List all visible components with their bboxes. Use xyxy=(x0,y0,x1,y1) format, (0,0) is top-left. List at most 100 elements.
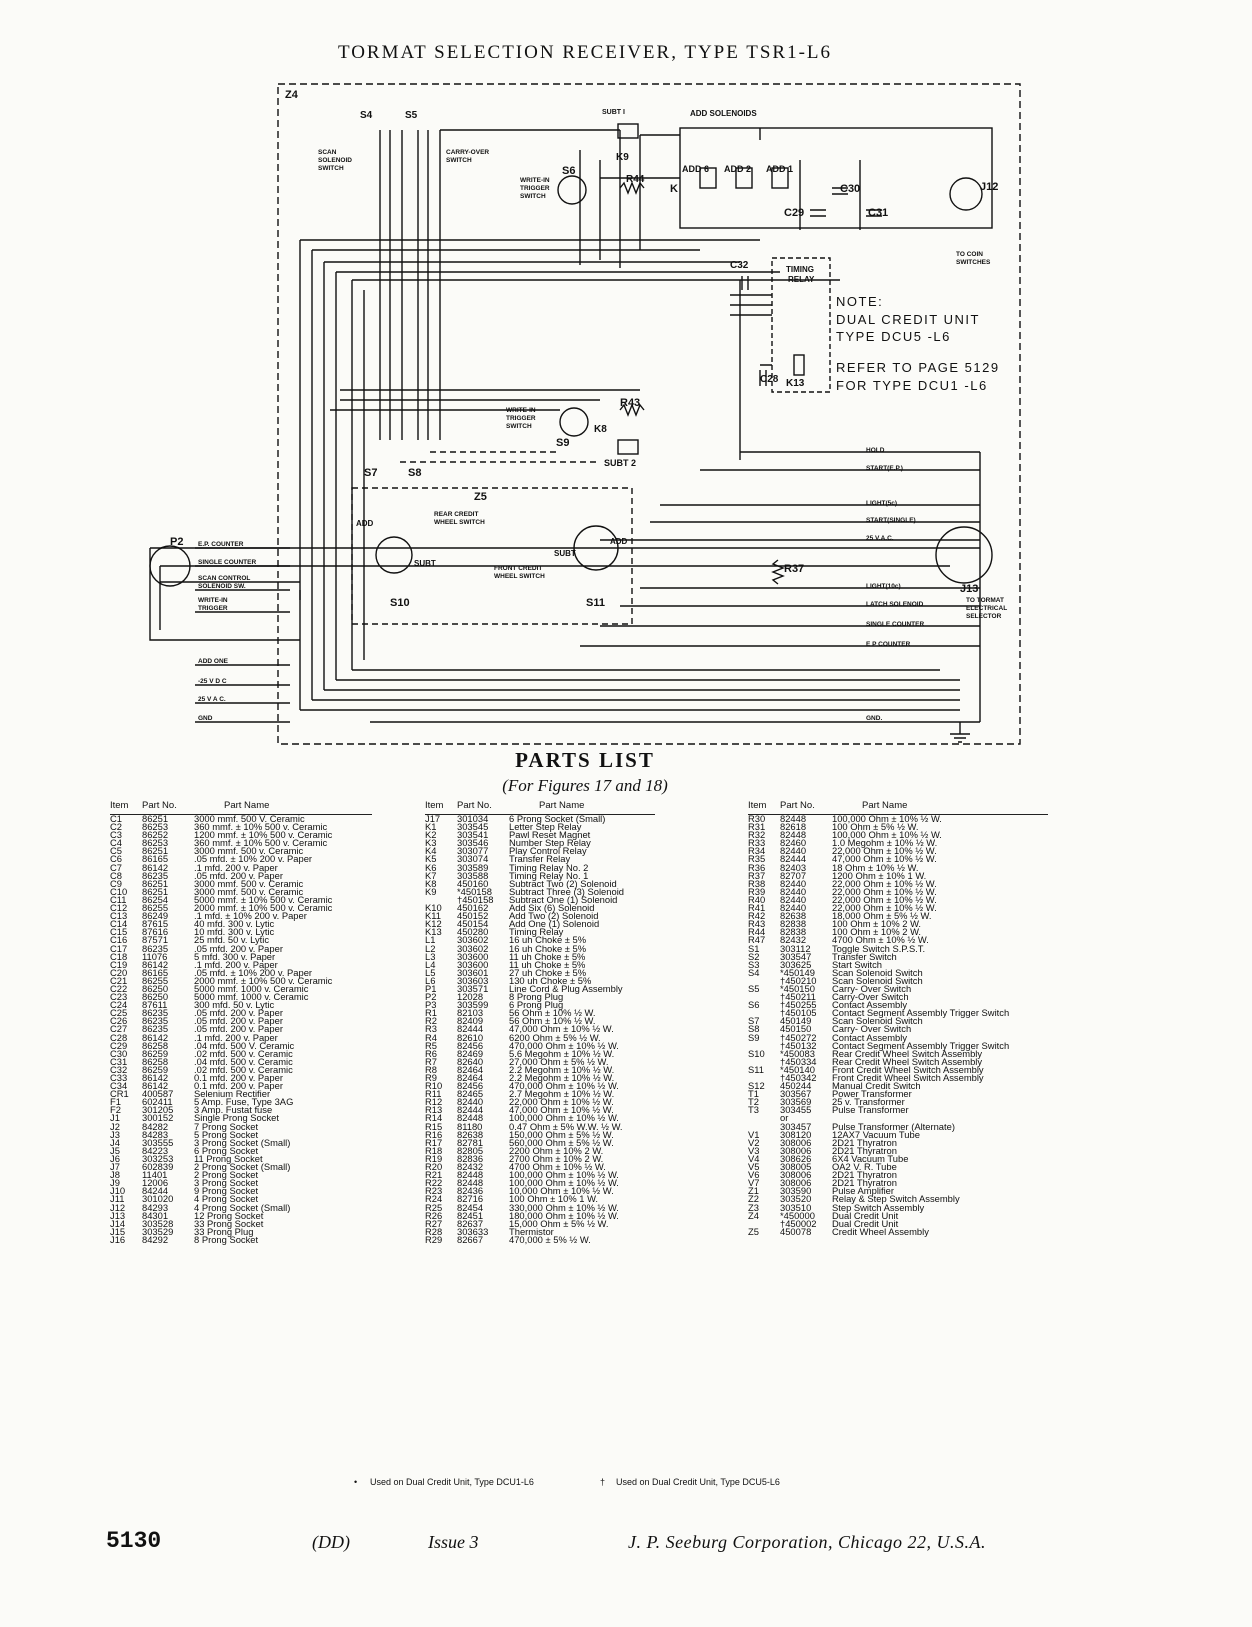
item-cell: S9 xyxy=(748,1031,760,1043)
part-name-cell: .05 mfd. 200 v. Paper xyxy=(194,1007,283,1019)
part-name-cell: Front Credit Wheel Switch Assembly xyxy=(832,1063,984,1075)
part-name-cell: .1 mfd. 200 v. Paper xyxy=(194,1031,278,1043)
svg-text:SINGLE COUNTER: SINGLE COUNTER xyxy=(866,621,924,628)
item-cell: P3 xyxy=(425,999,437,1011)
part-name-cell: 2.2 Megohm ± 10% ½ W. xyxy=(509,1063,615,1075)
part-no-cell: 87616 xyxy=(142,926,169,938)
part-name-cell: 300 mfd. 50 v. Lytic xyxy=(194,999,275,1011)
svg-text:SUBT I: SUBT I xyxy=(602,109,625,116)
part-no-cell: 82454 xyxy=(457,1201,484,1213)
part-name-cell: Rear Credit Wheel Switch Assembly xyxy=(832,1047,983,1059)
item-cell: K6 xyxy=(425,861,437,873)
item-cell: R25 xyxy=(425,1201,443,1213)
item-cell: R29 xyxy=(425,1233,443,1245)
item-cell: C21 xyxy=(110,974,128,986)
svg-text:TRIGGER: TRIGGER xyxy=(520,185,550,192)
part-no-cell: 82448 xyxy=(780,813,807,824)
part-name-cell: 2000 mmf. ± 10% 500 v. Ceramic xyxy=(194,902,333,914)
item-cell: S7 xyxy=(748,1015,760,1027)
part-name-cell: Add Two (2) Solenoid xyxy=(509,910,599,922)
part-name-cell: 2D21 Thyratron xyxy=(832,1144,897,1156)
part-no-cell: 303529 xyxy=(142,1225,174,1237)
part-no-cell: 12028 xyxy=(457,991,484,1003)
svg-text:WRITE-IN: WRITE-IN xyxy=(506,407,536,414)
item-cell: S1 xyxy=(748,942,760,954)
part-no-cell: 86142 xyxy=(142,958,169,970)
item-cell: J6 xyxy=(110,1152,120,1164)
svg-text:25 V A C.: 25 V A C. xyxy=(198,696,226,703)
item-cell: C13 xyxy=(110,910,128,922)
part-no-cell: 308006 xyxy=(780,1136,812,1148)
part-no-cell: 86253 xyxy=(142,821,169,833)
part-name-cell: 3 Prong Socket xyxy=(194,1177,259,1189)
part-name-cell: Thermistor xyxy=(509,1225,554,1237)
item-cell: J3 xyxy=(110,1128,120,1140)
item-cell: J1 xyxy=(110,1112,120,1124)
part-name-cell: .05 mfd. 200 v. Paper xyxy=(194,1015,283,1027)
item-cell: T3 xyxy=(748,1104,759,1116)
part-name-cell: Pulse Transformer (Alternate) xyxy=(832,1120,955,1132)
item-cell: K10 xyxy=(425,902,442,914)
part-no-cell: 82716 xyxy=(457,1193,484,1205)
item-cell xyxy=(748,1114,780,1122)
part-no-cell: 86259 xyxy=(142,1063,169,1075)
svg-text:P2: P2 xyxy=(170,536,183,548)
part-no-cell: 86142 xyxy=(142,1080,169,1092)
part-name-cell: 7 Prong Socket xyxy=(194,1120,259,1132)
part-name-cell: 2D21 Thyratron xyxy=(832,1136,897,1148)
part-name-cell: 25 v. Transformer xyxy=(832,1096,905,1108)
item-cell: V7 xyxy=(748,1177,760,1189)
part-name-cell: 47,000 Ohm ± 10% ½ W. xyxy=(509,1104,614,1116)
svg-text:SOLENOID SW.: SOLENOID SW. xyxy=(198,583,246,590)
part-name-cell: 27 uh Choke ± 5% xyxy=(509,966,587,978)
part-no-cell: 303520 xyxy=(780,1193,812,1205)
part-name-cell: Letter Step Relay xyxy=(509,821,582,833)
part-name-cell: 2 Prong Socket (Small) xyxy=(194,1161,291,1173)
item-cell: R1 xyxy=(425,1007,437,1019)
part-name-cell: 10 mfd. 300 v. Lytic xyxy=(194,926,275,938)
part-name-cell: 2.2 Megohm ± 10% ½ W. xyxy=(509,1072,615,1083)
item-cell: J4 xyxy=(110,1136,120,1148)
part-name-cell: 11 uh Choke ± 5% xyxy=(509,958,586,970)
part-name-cell: 1200 Ohm ± 10% 1 W. xyxy=(832,869,927,881)
item-cell: R31 xyxy=(748,821,766,833)
parts-row: or xyxy=(748,1113,1048,1123)
item-cell: V3 xyxy=(748,1144,760,1156)
part-no-cell: †450272 xyxy=(780,1031,817,1043)
item-cell: C32 xyxy=(110,1063,128,1075)
part-no-cell: 86251 xyxy=(142,845,169,857)
footnote-dagger: Used on Dual Credit Unit, Type DCU5-L6 xyxy=(616,1477,780,1487)
item-cell: Z1 xyxy=(748,1185,759,1197)
item-cell: C31 xyxy=(110,1055,128,1067)
part-no-cell: 12006 xyxy=(142,1177,169,1189)
part-no-cell: 303545 xyxy=(457,821,489,833)
part-no-cell: 400587 xyxy=(142,1088,174,1100)
item-cell: CR1 xyxy=(110,1088,129,1100)
svg-text:S10: S10 xyxy=(390,597,410,609)
part-name-cell: Play Control Relay xyxy=(509,845,587,857)
item-cell: R4 xyxy=(425,1031,437,1043)
part-name-cell: 2.7 Megohm ± 10% ½ W. xyxy=(509,1088,615,1100)
item-cell: C5 xyxy=(110,845,122,857)
